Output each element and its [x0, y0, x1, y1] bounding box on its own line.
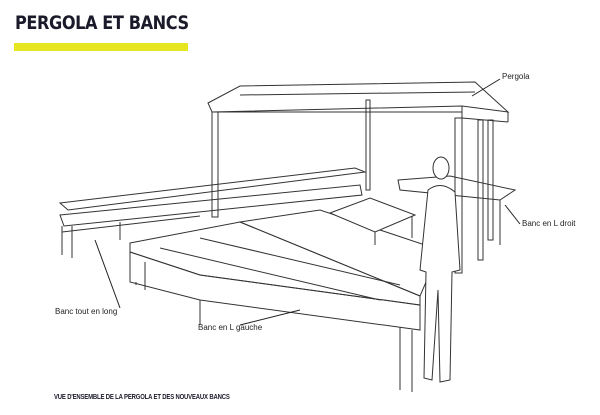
- label-banc-en-l-droit: Banc en L droit: [522, 219, 576, 228]
- label-banc-tout-en-long: Banc tout en long: [55, 307, 118, 316]
- banc-tout-en-long: [58, 167, 367, 258]
- banc-en-l-droit: [328, 175, 517, 245]
- banc-l-gauche-leader: [239, 309, 301, 326]
- pergola-leader: [471, 78, 501, 97]
- banc-l-droit-leader: [504, 204, 521, 225]
- pergola-posts: [211, 99, 494, 274]
- banc-long-leader: [94, 239, 121, 309]
- banc-en-l-gauche: [129, 209, 441, 392]
- title-underline: [14, 43, 188, 51]
- label-pergola: Pergola: [502, 72, 530, 81]
- page-title: PERGOLA ET BANCS: [15, 12, 189, 34]
- figure-caption: VUE D'ENSEMBLE DE LA PERGOLA ET DES NOUV…: [54, 394, 230, 401]
- pergola-roof: [207, 81, 510, 123]
- person-figure: [419, 156, 461, 383]
- label-banc-en-l-gauche: Banc en L gauche: [198, 323, 263, 332]
